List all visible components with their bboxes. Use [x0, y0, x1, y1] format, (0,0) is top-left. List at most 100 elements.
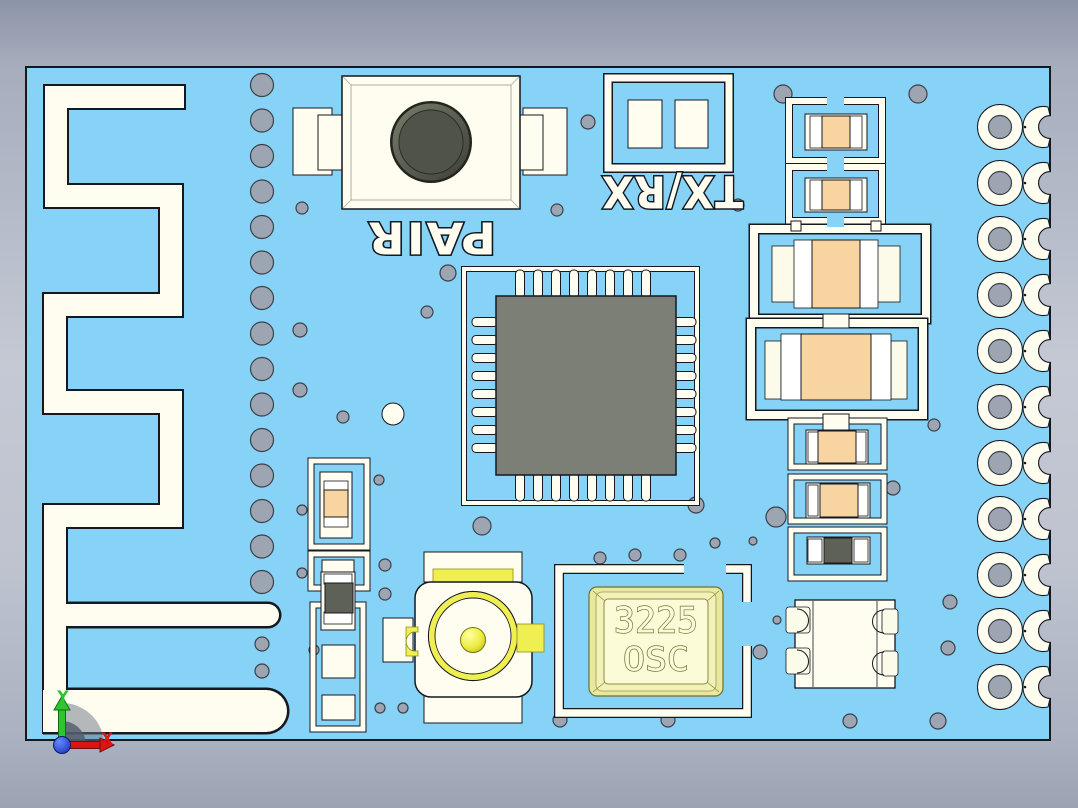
test-pad: [381, 402, 405, 426]
chip-pin-left: [471, 443, 499, 453]
via: [550, 203, 564, 217]
via: [292, 322, 308, 338]
y-axis-arrow: [58, 707, 66, 739]
via: [378, 558, 392, 572]
cap-frame: [308, 458, 370, 550]
pad-window: [321, 644, 356, 679]
castellated-pad: [977, 552, 1051, 598]
chip-pin-bottom: [569, 472, 579, 502]
via: [374, 702, 386, 714]
scattered-vias: [254, 84, 958, 730]
pad-castellation: [1022, 162, 1051, 204]
chip-pin-left: [471, 425, 499, 435]
txrx-silkscreen-label: TX/RX: [601, 166, 743, 217]
capacitor-body: [821, 179, 851, 211]
pad-hole: [987, 562, 1013, 588]
via: [292, 382, 308, 398]
via: [842, 713, 858, 729]
button-plunger: [398, 109, 464, 175]
pad-castellation: [1022, 442, 1051, 484]
chip-pin-bottom: [533, 472, 543, 502]
via: [254, 636, 270, 652]
via: [593, 551, 607, 565]
pad-dot: [1023, 237, 1027, 241]
pad-dot: [1023, 125, 1027, 129]
castellated-pad: [977, 664, 1051, 710]
x-axis-arrow: [65, 741, 103, 749]
pad-dot: [1023, 405, 1027, 409]
pad-castellation: [1022, 106, 1051, 148]
x-axis-arrowhead: [99, 737, 116, 753]
osc-marking-size: 3225: [614, 601, 698, 642]
via: [731, 198, 745, 212]
osc-marking-type: OSC: [623, 640, 689, 679]
crystal-4pad-component: [785, 599, 899, 689]
ufl-feed-bracket: [405, 626, 419, 657]
pad-window: [321, 694, 356, 721]
pad-hole: [987, 338, 1013, 364]
pad-hole: [987, 170, 1013, 196]
via: [673, 548, 687, 562]
via: [397, 702, 409, 714]
pad-dot: [1023, 629, 1027, 633]
resistor-frame: [788, 527, 887, 581]
via: [373, 474, 385, 486]
chip-pin-top: [569, 269, 579, 299]
pad-dot: [1023, 181, 1027, 185]
via-pad: [249, 250, 275, 275]
via-pad: [249, 108, 275, 133]
pad-castellation: [1022, 666, 1051, 708]
pad-dot: [1023, 293, 1027, 297]
via-pad: [249, 143, 275, 169]
y-axis-label: Y: [57, 688, 68, 706]
via: [378, 587, 392, 601]
via: [439, 264, 457, 282]
button-bevel: [350, 84, 512, 201]
chip-pins: [471, 269, 697, 502]
chip-pin-bottom: [551, 472, 561, 502]
silkscreen-gaps: [684, 95, 844, 646]
via: [709, 537, 721, 549]
chip-pin-left: [471, 335, 499, 345]
pad-hole: [987, 114, 1013, 140]
pad-hole: [987, 450, 1013, 476]
via: [296, 567, 308, 579]
component-group-left: [319, 471, 356, 721]
via: [908, 84, 928, 104]
ufl-antenna-connector: [382, 551, 545, 724]
via: [748, 536, 758, 546]
axis-triad: Y X: [53, 687, 116, 754]
chip-pin-bottom: [623, 472, 633, 502]
ufl-pad-bottom: [423, 694, 523, 724]
chip-pin-left: [471, 371, 499, 381]
button-tab-left-inner: [317, 114, 343, 171]
pad-castellation: [1022, 218, 1051, 260]
resistor-body: [324, 582, 354, 614]
capacitor-body: [819, 483, 859, 518]
via-pad: [249, 214, 275, 240]
capacitor-body: [817, 430, 857, 464]
via: [942, 594, 958, 610]
pad-castellation: [1022, 498, 1051, 540]
via: [580, 114, 596, 130]
castellated-pad: [977, 384, 1051, 430]
castellated-pad: [977, 440, 1051, 486]
via: [940, 640, 956, 656]
chip-pin-top: [641, 269, 651, 299]
chip-pin-top: [533, 269, 543, 299]
via: [885, 480, 901, 496]
via: [420, 305, 434, 319]
via-pad: [249, 321, 275, 346]
castellated-pad: [977, 104, 1051, 150]
pad-castellation: [1022, 274, 1051, 316]
pad-hole: [987, 506, 1013, 532]
via-pad: [249, 392, 275, 417]
via: [752, 644, 768, 660]
via-pad: [249, 463, 275, 488]
chip-pin-left: [471, 389, 499, 399]
capacitor-bank-right: [764, 113, 908, 565]
pad-hole: [987, 618, 1013, 644]
castellated-pad: [977, 216, 1051, 262]
